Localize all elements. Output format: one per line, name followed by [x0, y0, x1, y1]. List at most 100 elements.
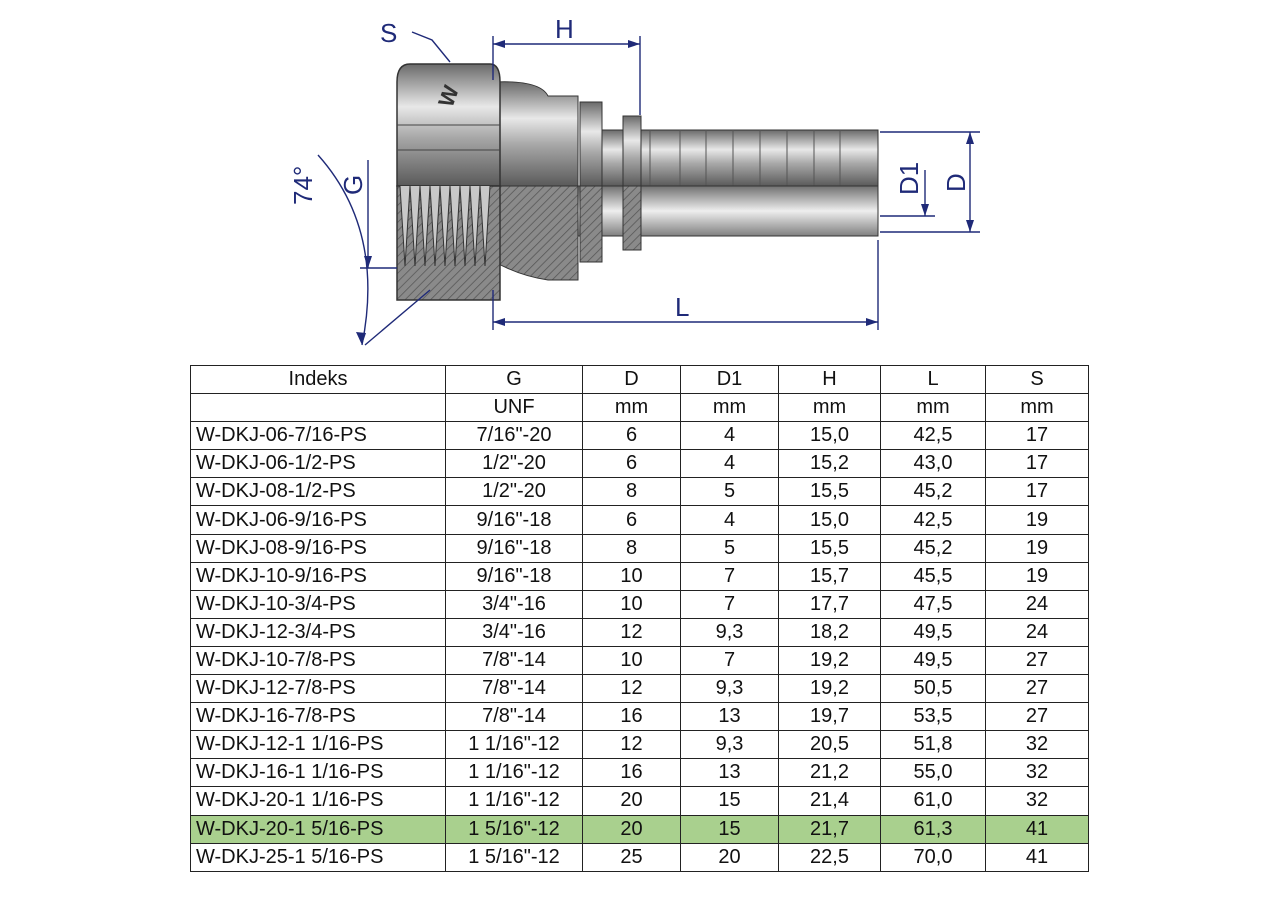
value-cell: 24	[985, 617, 1089, 647]
value-cell: 16	[582, 758, 681, 788]
label-d1: D1	[894, 162, 924, 195]
value-cell: 9,3	[680, 674, 779, 704]
header-cell: Indeks	[190, 364, 446, 395]
value-cell: 25	[582, 842, 681, 872]
index-cell: W-DKJ-16-7/8-PS	[190, 702, 446, 732]
value-cell: 4	[680, 421, 779, 451]
value-cell: 41	[985, 814, 1089, 844]
value-cell: 9,3	[680, 617, 779, 647]
index-cell: W-DKJ-25-1 5/16-PS	[190, 842, 446, 872]
index-cell: W-DKJ-10-7/8-PS	[190, 645, 446, 676]
value-cell: 7/8"-14	[445, 674, 583, 704]
value-cell: 4	[680, 505, 779, 535]
value-cell: 17	[985, 421, 1089, 451]
value-cell: 47,5	[880, 589, 986, 619]
header-cell: H	[778, 364, 881, 395]
value-cell: 16	[582, 702, 681, 732]
value-cell: 20	[582, 814, 681, 844]
fitting-body: W	[396, 63, 879, 301]
value-cell: 7/16"-20	[445, 421, 583, 451]
value-cell: 5	[680, 477, 779, 507]
value-cell: 9/16"-18	[445, 505, 583, 535]
header-cell: D	[582, 364, 681, 395]
value-cell: 27	[985, 674, 1089, 704]
value-cell: 3/4"-16	[445, 589, 583, 619]
value-cell: 6	[582, 421, 681, 451]
value-cell: 49,5	[880, 617, 986, 647]
value-cell: 13	[680, 702, 779, 732]
value-cell: 15,2	[778, 449, 881, 479]
value-cell: 42,5	[880, 505, 986, 535]
value-cell: 49,5	[880, 645, 986, 676]
value-cell: 32	[985, 786, 1089, 816]
value-cell: 6	[582, 449, 681, 479]
header-cell: L	[880, 364, 986, 395]
value-cell: 7/8"-14	[445, 702, 583, 732]
value-cell: 15,0	[778, 505, 881, 535]
value-cell: 9,3	[680, 730, 779, 760]
value-cell: 32	[985, 730, 1089, 760]
label-g: G	[338, 175, 368, 195]
value-cell: 12	[582, 730, 681, 760]
value-cell: 41	[985, 842, 1089, 872]
value-cell: 19,7	[778, 702, 881, 732]
value-cell: 13	[680, 758, 779, 788]
unit-cell: mm	[985, 393, 1089, 423]
dimensions-table: Indeks G D D1 H L S UNF mm mm mm mm mm W…	[190, 364, 1089, 872]
value-cell: 19,2	[778, 645, 881, 676]
label-d: D	[941, 173, 971, 192]
index-cell: W-DKJ-06-1/2-PS	[190, 449, 446, 479]
value-cell: 24	[985, 589, 1089, 619]
header-cell: S	[985, 364, 1089, 395]
value-cell: 45,5	[880, 561, 986, 591]
value-cell: 15,0	[778, 421, 881, 451]
value-cell: 15,5	[778, 477, 881, 507]
value-cell: 15,5	[778, 533, 881, 563]
value-cell: 15	[680, 786, 779, 816]
index-cell: W-DKJ-08-1/2-PS	[190, 477, 446, 507]
value-cell: 8	[582, 477, 681, 507]
header-row: Indeks G D D1 H L S	[190, 364, 1089, 395]
value-cell: 4	[680, 449, 779, 479]
unit-cell	[190, 393, 446, 423]
value-cell: 18,2	[778, 617, 881, 647]
value-cell: 45,2	[880, 533, 986, 563]
index-cell: W-DKJ-12-3/4-PS	[190, 617, 446, 647]
value-cell: 51,8	[880, 730, 986, 760]
value-cell: 19	[985, 533, 1089, 563]
value-cell: 9/16"-18	[445, 561, 583, 591]
value-cell: 1/2"-20	[445, 477, 583, 507]
value-cell: 1 5/16"-12	[445, 842, 583, 872]
value-cell: 19,2	[778, 674, 881, 704]
value-cell: 10	[582, 589, 681, 619]
value-cell: 1/2"-20	[445, 449, 583, 479]
value-cell: 27	[985, 702, 1089, 732]
value-cell: 45,2	[880, 477, 986, 507]
value-cell: 20	[582, 786, 681, 816]
unit-cell: mm	[880, 393, 986, 423]
value-cell: 19	[985, 505, 1089, 535]
value-cell: 7	[680, 589, 779, 619]
units-row: UNF mm mm mm mm mm	[190, 393, 1089, 423]
value-cell: 9/16"-18	[445, 533, 583, 563]
unit-cell: mm	[582, 393, 681, 423]
value-cell: 10	[582, 561, 681, 591]
value-cell: 50,5	[880, 674, 986, 704]
index-cell: W-DKJ-10-9/16-PS	[190, 561, 446, 591]
index-cell: W-DKJ-12-7/8-PS	[190, 674, 446, 704]
value-cell: 8	[582, 533, 681, 563]
value-cell: 15,7	[778, 561, 881, 591]
